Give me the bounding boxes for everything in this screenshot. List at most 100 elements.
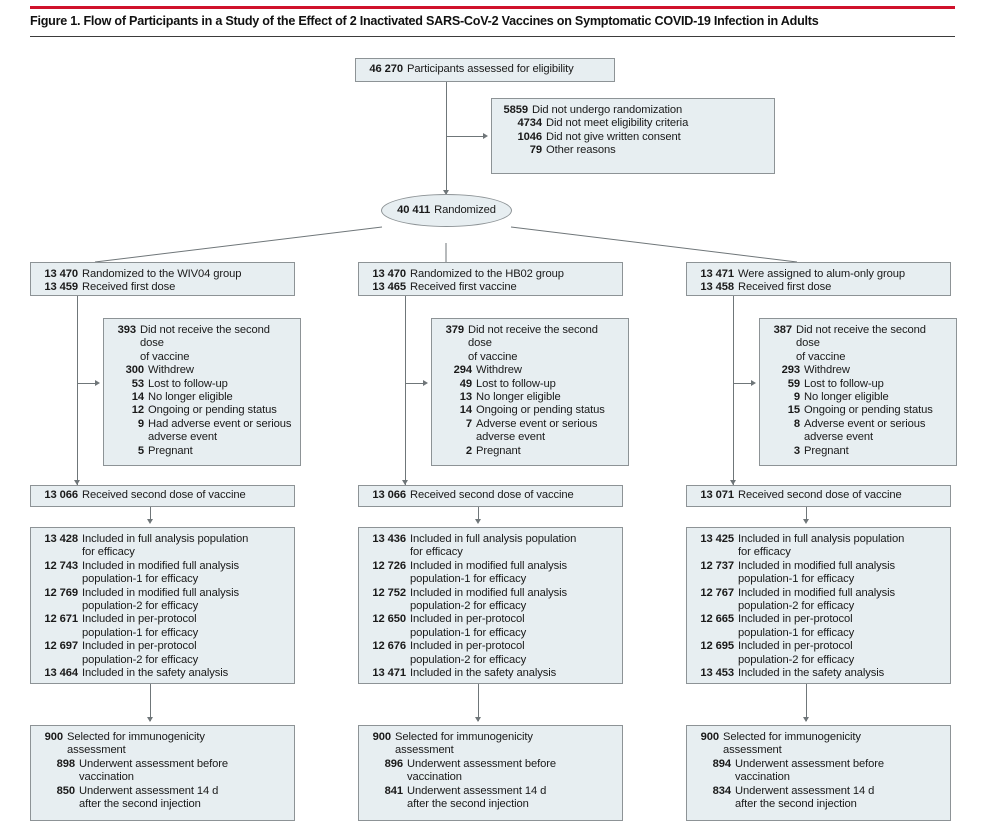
immunogenicity-item-label-cont: vaccination xyxy=(79,771,134,784)
analysis-label-cont: for efficacy xyxy=(738,546,791,559)
arrow-assessed-to-randomized xyxy=(442,190,449,195)
row-dropout-reason: 49 Lost to follow-up xyxy=(438,378,621,391)
analysis-label: Included in full analysis population xyxy=(410,533,577,545)
dropout-reason-count: 12 xyxy=(131,404,144,417)
exclusion-reason-label: Did not give written consent xyxy=(546,130,681,143)
row-immunogenicity: 900 Selected for immunogenicity xyxy=(365,731,615,744)
box-second-dose-wiv04: 13 066 Received second dose of vaccine xyxy=(30,485,295,507)
analysis-label: Included in modified full analysis xyxy=(738,586,896,599)
dropout-reason-count: 300 xyxy=(125,364,144,377)
immunogenicity-item-count: 896 xyxy=(384,757,403,770)
figure-title: Figure 1. Flow of Participants in a Stud… xyxy=(30,14,819,28)
immunogenicity-item-label: Underwent assessment 14 d xyxy=(407,784,547,797)
row-analysis: 12 665 Included in per-protocol xyxy=(693,613,943,626)
no-second-dose-count: 379 xyxy=(445,324,464,336)
row-dropout-reason: 5 Pregnant xyxy=(110,445,293,458)
no-second-dose-label: Did not receive the second dose xyxy=(468,324,598,350)
analysis-label-cont: for efficacy xyxy=(82,546,135,559)
row-immunogenicity: 900 Selected for immunogenicity xyxy=(693,731,943,744)
box-allocation-hb02: 13 470 Randomized to the HB02 group 13 4… xyxy=(358,262,623,296)
arrow-alum-to-dropouts xyxy=(751,379,756,386)
second-dose-label: Received second dose of vaccine xyxy=(738,489,902,501)
immunogenicity-item-label-cont: vaccination xyxy=(407,771,462,784)
immunogenicity-count: 900 xyxy=(372,731,391,743)
ellipse-randomized: 40 411 Randomized xyxy=(381,194,512,227)
allocation-label: Were assigned to alum-only group xyxy=(738,268,905,280)
connector-wiv04-down xyxy=(77,296,78,485)
row-dropout-reason: 3 Pregnant xyxy=(766,445,949,458)
row-dropout-reason: 8 Adverse event or serious xyxy=(766,418,949,431)
title-divider-rule xyxy=(30,36,955,38)
analysis-label: Included in full analysis population xyxy=(738,533,905,545)
box-immunogenicity-alum: 900 Selected for immunogenicity assessme… xyxy=(686,725,951,821)
dropout-reason-count: 8 xyxy=(793,417,800,430)
allocation-count: 13 470 xyxy=(44,268,78,280)
dropout-reason-count: 13 xyxy=(459,391,472,404)
dropout-reason-label: Ongoing or pending status xyxy=(804,404,933,417)
analysis-label-cont: population-1 for efficacy xyxy=(82,626,199,639)
box-no-second-dose-wiv04: 393 Did not receive the second dose of v… xyxy=(103,318,301,466)
second-dose-count: 13 071 xyxy=(700,489,734,501)
row-exclusion-reason: 79 Other reasons xyxy=(498,144,767,157)
row-analysis: 12 671 Included in per-protocol xyxy=(37,613,287,626)
row-analysis: 13 464 Included in the safety analysis xyxy=(37,667,287,680)
box-allocation-alum: 13 471 Were assigned to alum-only group … xyxy=(686,262,951,296)
allocation-label: Randomized to the HB02 group xyxy=(410,268,564,280)
row-immunogenicity-item: 898 Underwent assessment before xyxy=(37,758,287,771)
row-analysis: 12 676 Included in per-protocol xyxy=(365,640,615,653)
dropout-reason-label: Ongoing or pending status xyxy=(148,404,277,417)
row-dropout-reason: 7 Adverse event or serious xyxy=(438,418,621,431)
dropout-reason-count: 3 xyxy=(793,444,800,457)
analysis-count: 12 769 xyxy=(44,586,78,599)
row-allocation: 13 470 Randomized to the WIV04 group xyxy=(37,268,287,281)
arrow-to-exclusions xyxy=(483,132,488,139)
row-analysis: 13 471 Included in the safety analysis xyxy=(365,667,615,680)
dropout-reason-label: Pregnant xyxy=(804,444,849,457)
assessed-count: 46 270 xyxy=(369,63,403,75)
dropout-reason-count: 293 xyxy=(781,364,800,377)
exclusion-reason-count: 79 xyxy=(529,144,542,157)
header-accent-rule xyxy=(30,6,955,9)
row-analysis: 12 737 Included in modified full analysi… xyxy=(693,560,943,573)
allocation-count: 13 471 xyxy=(700,268,734,280)
no-second-dose-count: 387 xyxy=(773,324,792,336)
row-assessed: 46 270 Participants assessed for eligibi… xyxy=(362,63,607,76)
arrow-hb02-to-analysis xyxy=(474,519,481,524)
row-no-second-dose: 387 Did not receive the second dose xyxy=(766,324,949,351)
randomized-count: 40 411 xyxy=(397,203,431,216)
analysis-label: Included in modified full analysis xyxy=(738,559,896,572)
row-analysis: 12 697 Included in per-protocol xyxy=(37,640,287,653)
allocation-count: 13 459 xyxy=(44,281,78,294)
row-analysis: 12 767 Included in modified full analysi… xyxy=(693,587,943,600)
immunogenicity-label-cont: assessment xyxy=(67,744,126,757)
arrow-wiv04-to-second-dose xyxy=(73,480,80,485)
analysis-count: 12 697 xyxy=(44,640,78,653)
connector-to-exclusions xyxy=(446,136,485,137)
analysis-label: Included in per-protocol xyxy=(82,613,197,626)
row-second-dose: 13 066 Received second dose of vaccine xyxy=(365,489,615,502)
arrow-alum-to-second-dose xyxy=(729,480,736,485)
dropout-reason-count: 9 xyxy=(137,417,144,430)
connector-alum-down xyxy=(733,296,734,485)
box-did-not-undergo-randomization: 5859 Did not undergo randomization 4734 … xyxy=(491,98,775,174)
row-allocation: 13 458 Received first dose xyxy=(693,281,943,294)
immunogenicity-label: Selected for immunogenicity xyxy=(723,731,861,743)
immunogenicity-item-label-cont: after the second injection xyxy=(79,798,201,811)
connector-hb02-to-immunogenicity xyxy=(478,684,479,721)
row-dropout-reason: 294 Withdrew xyxy=(438,364,621,377)
analysis-label-cont: population-2 for efficacy xyxy=(738,653,855,666)
connector-alum-to-analysis xyxy=(806,507,807,522)
connector-alum-to-dropouts xyxy=(733,383,753,384)
immunogenicity-item-label: Underwent assessment 14 d xyxy=(79,784,219,797)
analysis-count: 12 650 xyxy=(372,613,406,626)
immunogenicity-item-count: 841 xyxy=(384,784,403,797)
arrow-hb02-to-second-dose xyxy=(401,480,408,485)
dropout-reason-count: 7 xyxy=(465,417,472,430)
dropout-reason-label: Pregnant xyxy=(476,444,521,457)
no-second-dose-label: Did not receive the second dose xyxy=(140,324,270,350)
immunogenicity-item-label-cont: after the second injection xyxy=(735,798,857,811)
immunogenicity-item-label-cont: after the second injection xyxy=(407,798,529,811)
box-immunogenicity-wiv04: 900 Selected for immunogenicity assessme… xyxy=(30,725,295,821)
row-dropout-reason: 13 No longer eligible xyxy=(438,391,621,404)
box-no-second-dose-hb02: 379 Did not receive the second dose of v… xyxy=(431,318,629,466)
